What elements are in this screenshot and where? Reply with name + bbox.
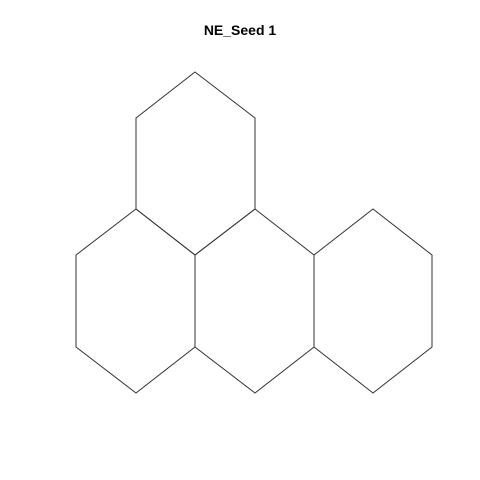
hexagon-center bbox=[194, 208, 315, 394]
plot-title: NE_Seed 1 bbox=[203, 22, 277, 38]
hexagon-top bbox=[135, 71, 256, 256]
hexagon-left bbox=[75, 208, 196, 394]
hexagon-right bbox=[313, 208, 433, 394]
